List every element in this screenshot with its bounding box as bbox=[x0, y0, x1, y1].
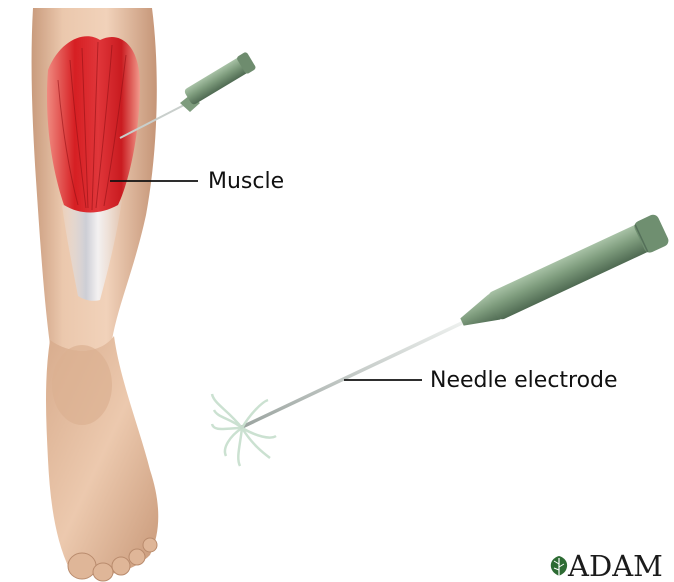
adam-logo: ADAM bbox=[548, 548, 674, 582]
logo-text: ADAM bbox=[568, 549, 663, 582]
muscle-label: Muscle bbox=[208, 171, 284, 193]
electrode-wire-tips bbox=[212, 394, 276, 466]
small-handle bbox=[183, 51, 257, 106]
needle-electrode bbox=[212, 213, 670, 466]
leaf-icon bbox=[548, 554, 570, 578]
heel bbox=[52, 345, 112, 425]
electrode-handle bbox=[455, 213, 671, 338]
leg bbox=[32, 8, 159, 581]
needle-electrode-label: Needle electrode bbox=[430, 370, 618, 392]
